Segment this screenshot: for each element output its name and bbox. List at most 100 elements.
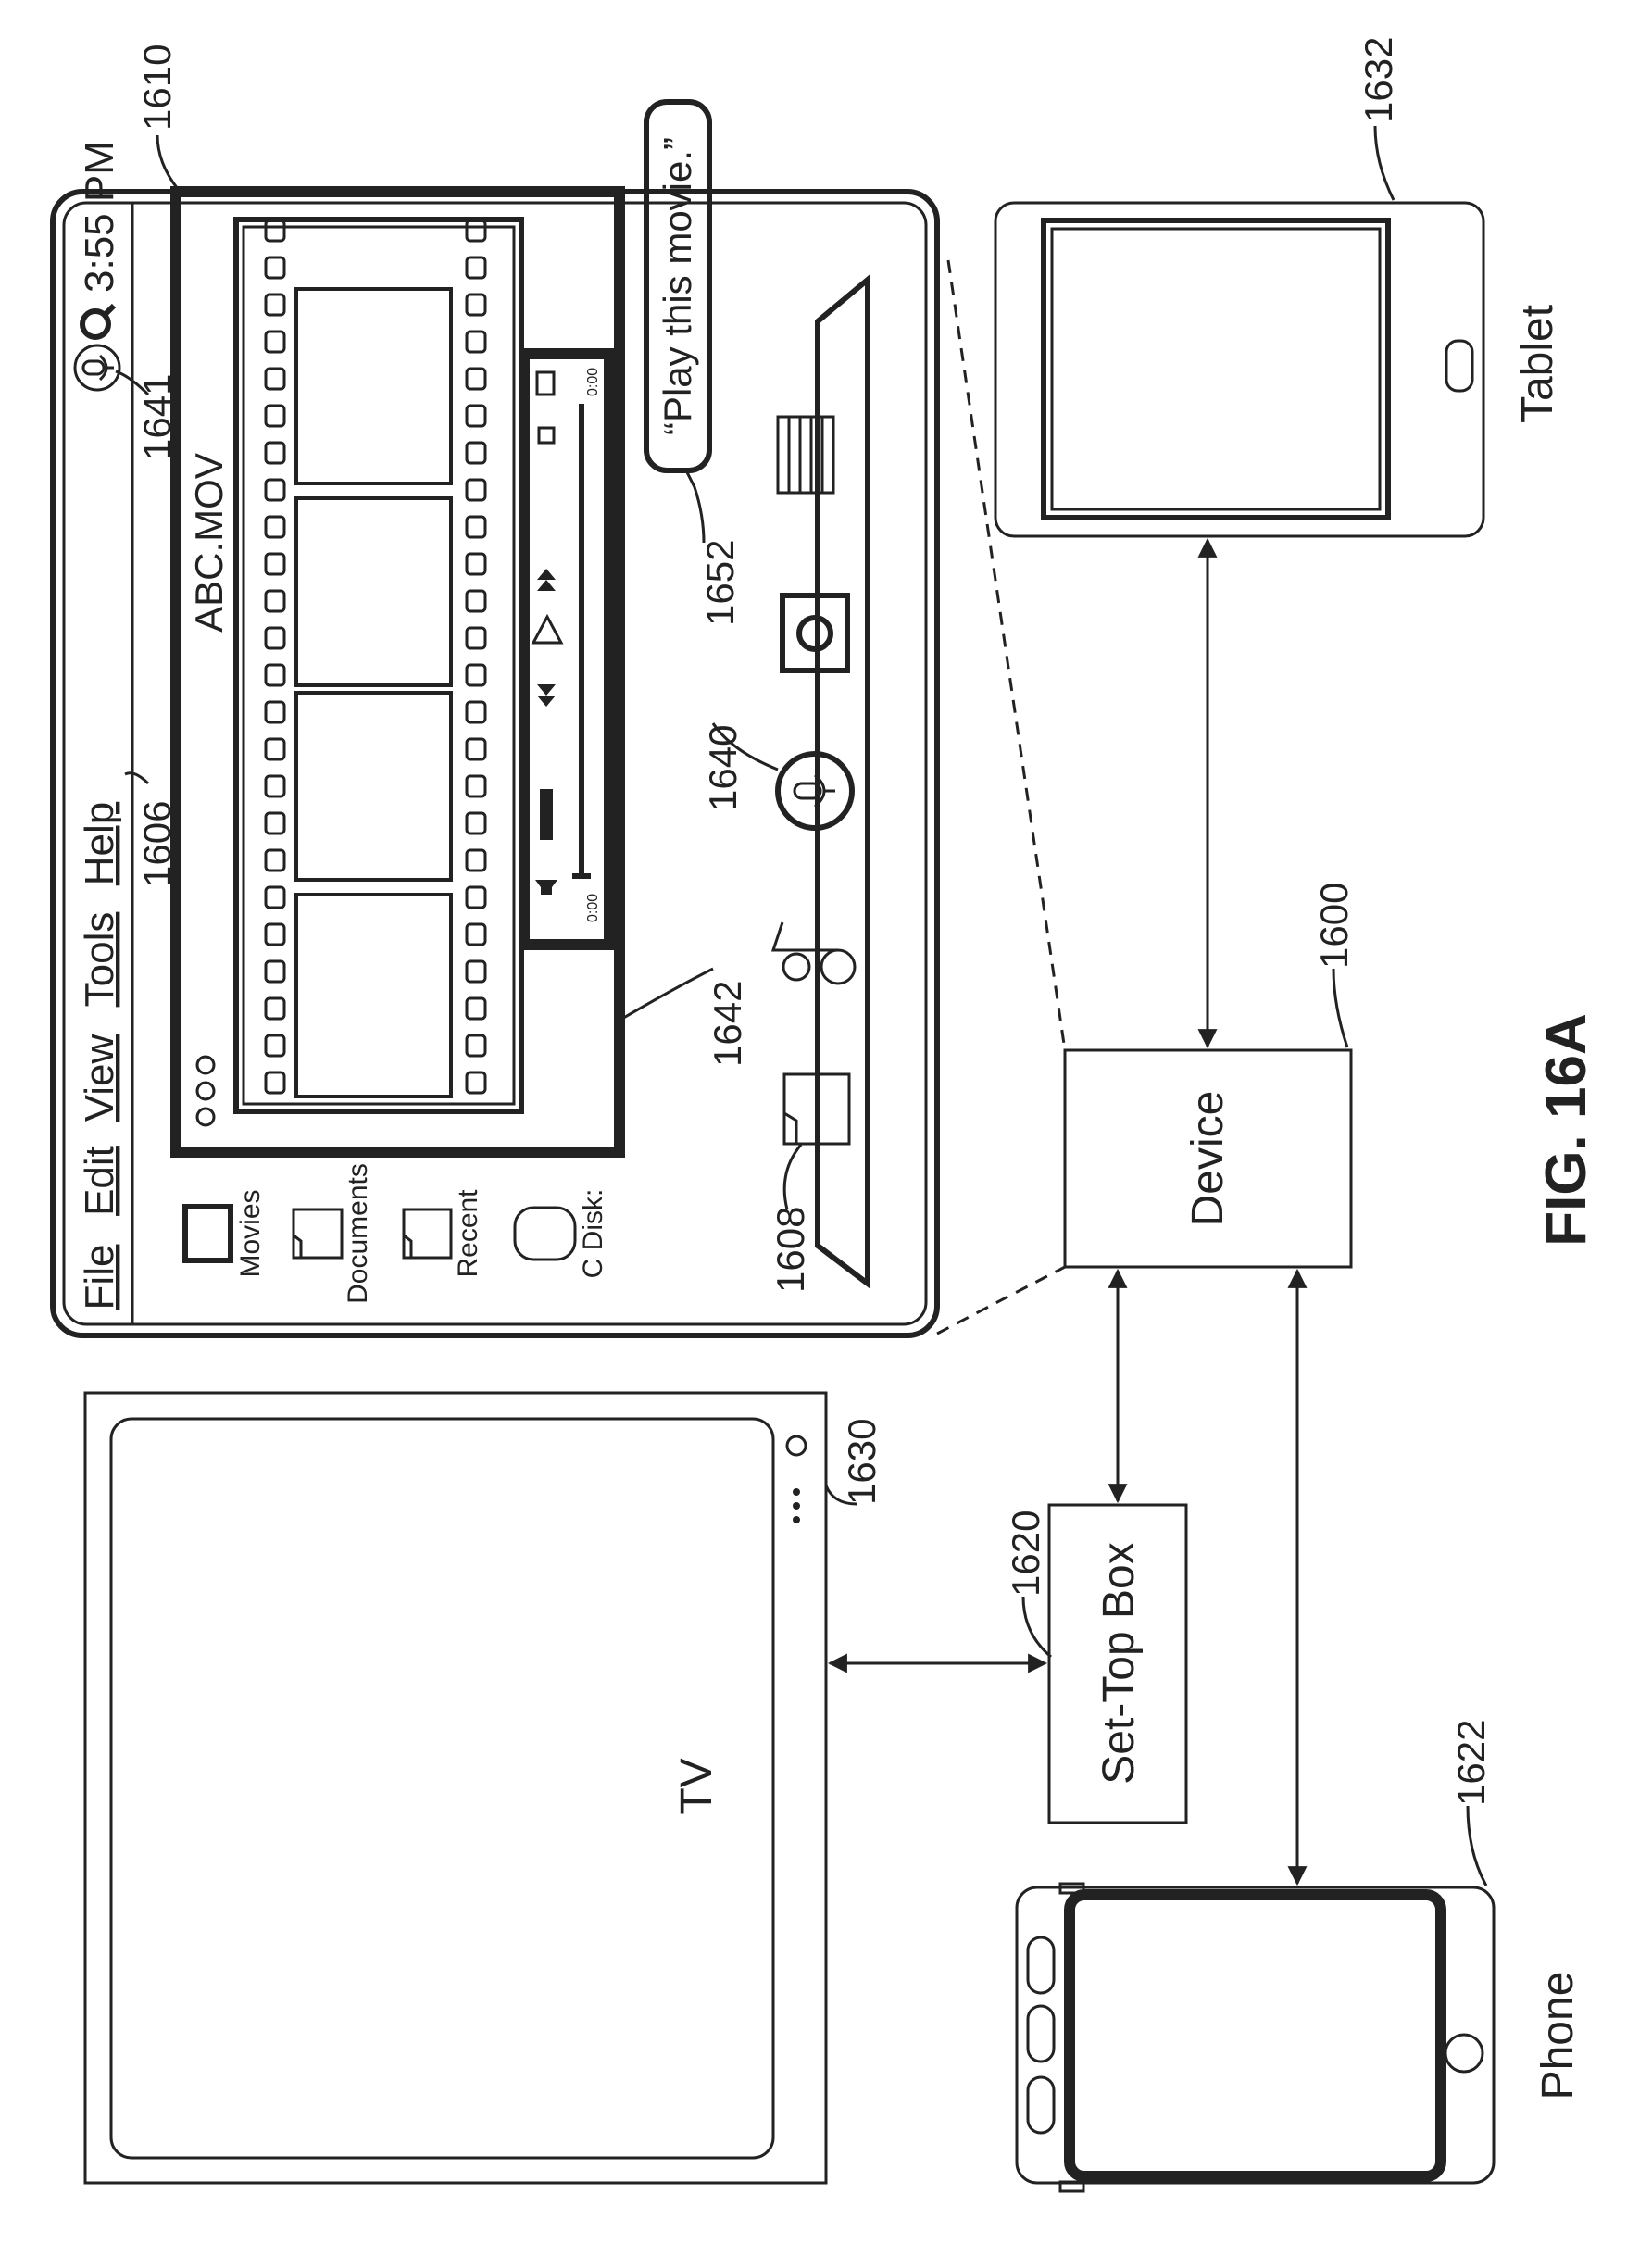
sprocket-hole <box>266 665 284 685</box>
desktop-icon-recent[interactable]: Recent <box>404 1189 483 1278</box>
dock-item-calendar[interactable] <box>778 417 833 493</box>
microphone-icon[interactable] <box>75 345 119 390</box>
menu-bar: File Edit View Tools Help 3:55 PM <box>75 141 122 1310</box>
menu-edit[interactable]: Edit <box>77 1146 122 1216</box>
sprocket-hole <box>467 443 485 463</box>
dock-item-music[interactable] <box>773 922 855 984</box>
menu-view[interactable]: View <box>77 1034 122 1122</box>
tablet-home-button[interactable] <box>1446 341 1472 391</box>
phone-side-button[interactable] <box>1060 2182 1083 2191</box>
movies-label: Movies <box>235 1189 266 1277</box>
sprocket-hole <box>266 295 284 315</box>
window-outer-border <box>53 192 937 1335</box>
tv-buttons[interactable] <box>787 1436 806 1523</box>
sprocket-hole <box>467 961 485 982</box>
sprocket-hole <box>467 813 485 833</box>
tablet-screen <box>1044 220 1388 518</box>
film-frame[interactable] <box>296 693 451 880</box>
rewind-icon[interactable] <box>537 684 556 707</box>
volume-slider[interactable] <box>540 789 553 840</box>
sprocket-hole <box>266 517 284 537</box>
ref-1610: 1610 <box>135 44 179 131</box>
sprocket-hole <box>266 591 284 611</box>
fast-forward-icon[interactable] <box>537 569 556 591</box>
sprocket-hole <box>467 924 485 945</box>
menu-file[interactable]: File <box>77 1245 122 1310</box>
ref-1630: 1630 <box>840 1419 883 1505</box>
power-button-icon[interactable] <box>787 1436 806 1455</box>
sprocket-hole <box>467 776 485 796</box>
ref-1641: 1641 <box>135 374 179 460</box>
tablet-outer <box>995 203 1483 536</box>
folder-icon <box>404 1209 451 1258</box>
speech-bubble: “Play this movie.” <box>646 102 709 470</box>
phone: Phone <box>1017 1884 1583 2191</box>
sprocket-hole <box>467 739 485 759</box>
phone-home-button[interactable] <box>1446 2035 1483 2072</box>
device: Device <box>1065 1050 1351 1267</box>
sprocket-hole <box>467 480 485 500</box>
sprocket-hole <box>467 887 485 908</box>
figure-label: FIG. 16A <box>1534 1013 1598 1247</box>
sprocket-hole <box>266 776 284 796</box>
zoom-button-icon[interactable] <box>197 1057 214 1073</box>
sprocket-hole <box>467 220 485 241</box>
phone-label: Phone <box>1533 1972 1583 2100</box>
dock-shelf <box>818 280 868 1284</box>
sprocket-hole <box>266 887 284 908</box>
sprocket-hole <box>266 332 284 352</box>
sprocket-hole <box>266 628 284 648</box>
phone-button[interactable] <box>1028 2006 1054 2062</box>
sprocket-hole <box>266 257 284 278</box>
documents-label: Documents <box>343 1163 373 1304</box>
film-frame[interactable] <box>296 289 451 483</box>
desktop-icon-c-disk[interactable]: C Disk: <box>515 1189 608 1279</box>
search-icon[interactable] <box>82 306 114 337</box>
ref-1652: 1652 <box>698 540 742 626</box>
sprocket-hole <box>266 554 284 574</box>
speaker-icon[interactable] <box>535 880 557 895</box>
device-label: Device <box>1183 1091 1233 1227</box>
phone-button[interactable] <box>1028 2077 1054 2133</box>
phone-button[interactable] <box>1028 1937 1054 1993</box>
tablet-label: Tablet <box>1513 305 1562 423</box>
ref-1622: 1622 <box>1449 1720 1493 1806</box>
sprocket-hole <box>467 369 485 389</box>
sprocket-hole <box>467 554 485 574</box>
close-button-icon[interactable] <box>197 1109 214 1125</box>
sprocket-hole <box>266 961 284 982</box>
sprocket-hole <box>266 406 284 426</box>
window-controls[interactable] <box>197 1057 214 1125</box>
lock-icon[interactable] <box>539 428 554 443</box>
sprocket-hole <box>266 813 284 833</box>
sprocket-hole <box>266 702 284 722</box>
ref-1620: 1620 <box>1004 1510 1047 1597</box>
menu-tools[interactable]: Tools <box>77 912 122 1008</box>
player-title: ABC.MOV <box>187 453 231 633</box>
play-icon[interactable] <box>533 617 561 643</box>
sprocket-hole <box>266 369 284 389</box>
sprocket-hole <box>467 332 485 352</box>
desktop-icon-movies[interactable]: Movies <box>185 1189 266 1277</box>
sprocket-hole <box>266 924 284 945</box>
sprocket-hole <box>467 257 485 278</box>
zoom-indicator-line <box>937 1267 1065 1334</box>
fullscreen-icon[interactable] <box>537 372 554 395</box>
controls-panel <box>524 354 609 945</box>
sprocket-hole <box>467 702 485 722</box>
sprocket-hole <box>266 850 284 871</box>
desktop-icon-documents[interactable]: Documents <box>294 1163 373 1304</box>
phone-outer <box>1017 1887 1494 2183</box>
media-player-window: ABC.MOV 0:00 0:00 <box>176 192 620 1152</box>
sprocket-hole <box>467 1035 485 1056</box>
tv: TV <box>85 1393 826 2183</box>
menu-help[interactable]: Help <box>77 802 122 886</box>
sprocket-hole <box>266 998 284 1019</box>
minimize-button-icon[interactable] <box>197 1083 214 1099</box>
sprocket-hole <box>467 665 485 685</box>
film-frame[interactable] <box>296 498 451 685</box>
sprocket-hole <box>467 517 485 537</box>
recent-label: Recent <box>453 1189 483 1278</box>
ref-1606: 1606 <box>135 801 179 887</box>
film-frame[interactable] <box>296 895 451 1097</box>
